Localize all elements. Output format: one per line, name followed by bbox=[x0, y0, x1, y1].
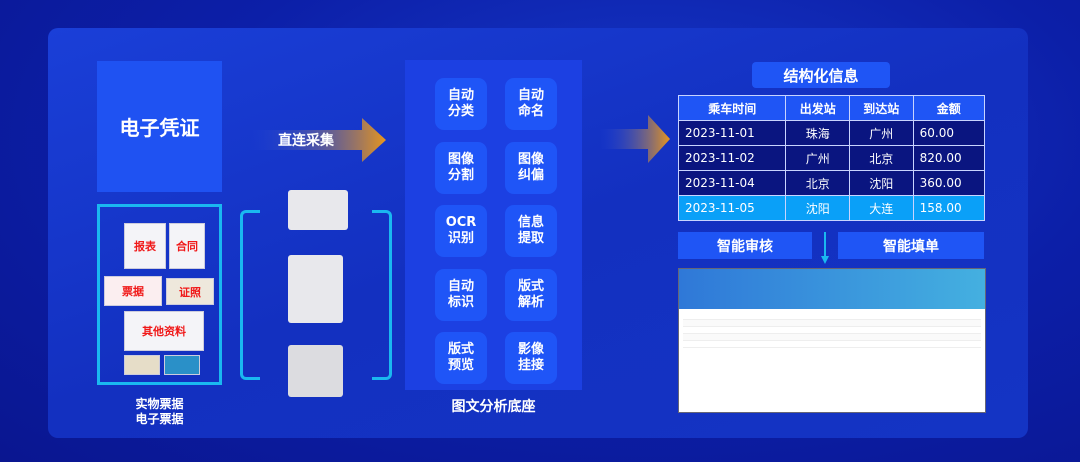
structured-info-title: 结构化信息 bbox=[752, 62, 890, 88]
feature-button[interactable]: 图像 分割 bbox=[435, 141, 487, 194]
table-cell: 360.00 bbox=[912, 170, 986, 196]
column-header: 乘车时间 bbox=[677, 95, 787, 121]
scanner-device-2 bbox=[288, 255, 343, 323]
feature-button[interactable]: 自动 分类 bbox=[435, 78, 487, 130]
documents-box: 报表 合同 票据 证照 其他资料 bbox=[97, 204, 222, 385]
table-cell: 沈阳 bbox=[785, 195, 850, 221]
table-cell: 北京 bbox=[849, 145, 914, 171]
table-cell: 2023-11-02 bbox=[677, 145, 787, 171]
table-cell: 820.00 bbox=[912, 145, 986, 171]
arrow-down-icon bbox=[821, 232, 829, 264]
feature-button[interactable]: 影像 挂接 bbox=[505, 332, 557, 384]
scanner-device-3 bbox=[288, 345, 343, 397]
doc-other: 其他资料 bbox=[124, 311, 204, 351]
screenshot-header bbox=[679, 269, 985, 309]
smart-audit-button[interactable]: 智能审核 bbox=[678, 232, 812, 259]
scanner-device-1 bbox=[288, 190, 348, 230]
left-bracket bbox=[240, 210, 260, 380]
feature-button[interactable]: 信息 提取 bbox=[505, 205, 557, 257]
capture-label: 直连采集 bbox=[278, 133, 334, 149]
output-arrow-icon bbox=[600, 115, 670, 163]
table-cell: 广州 bbox=[785, 145, 850, 171]
table-cell: 2023-11-01 bbox=[677, 120, 787, 146]
electronic-voucher-box: 电子凭证 bbox=[97, 61, 222, 192]
platform-caption: 图文分析底座 bbox=[451, 399, 536, 415]
column-header: 到达站 bbox=[849, 95, 914, 121]
doc-invoice: 票据 bbox=[104, 276, 162, 306]
feature-button[interactable]: 图像 纠偏 bbox=[505, 141, 557, 194]
table-cell: 广州 bbox=[849, 120, 914, 146]
table-cell: 2023-11-04 bbox=[677, 170, 787, 196]
table-cell: 北京 bbox=[785, 170, 850, 196]
doc-license: 证照 bbox=[166, 278, 214, 305]
feature-button[interactable]: 版式 解析 bbox=[505, 268, 557, 321]
column-header: 金额 bbox=[912, 95, 986, 121]
capture-arrow-icon bbox=[250, 118, 386, 162]
source-caption: 实物票据电子票据 bbox=[135, 397, 184, 426]
table-cell: 158.00 bbox=[912, 195, 986, 221]
screenshot-rows bbox=[679, 309, 985, 352]
feature-button[interactable]: 自动 标识 bbox=[435, 268, 487, 321]
feature-button[interactable]: OCR 识别 bbox=[435, 205, 487, 257]
bank-card-image bbox=[164, 355, 200, 375]
table-cell: 60.00 bbox=[912, 120, 986, 146]
voucher-title: 电子凭证 bbox=[119, 116, 200, 140]
table-cell: 大连 bbox=[849, 195, 914, 221]
form-screenshot bbox=[678, 268, 986, 413]
smart-fill-button[interactable]: 智能填单 bbox=[838, 232, 984, 259]
table-cell: 沈阳 bbox=[849, 170, 914, 196]
table-cell: 2023-11-05 bbox=[677, 195, 787, 221]
right-bracket bbox=[372, 210, 392, 380]
feature-button[interactable]: 版式 预览 bbox=[435, 332, 487, 384]
id-card-image bbox=[124, 355, 160, 375]
column-header: 出发站 bbox=[785, 95, 850, 121]
doc-contract: 合同 bbox=[169, 223, 205, 269]
feature-button[interactable]: 自动 命名 bbox=[505, 78, 557, 130]
table-cell: 珠海 bbox=[785, 120, 850, 146]
doc-report: 报表 bbox=[124, 223, 166, 269]
